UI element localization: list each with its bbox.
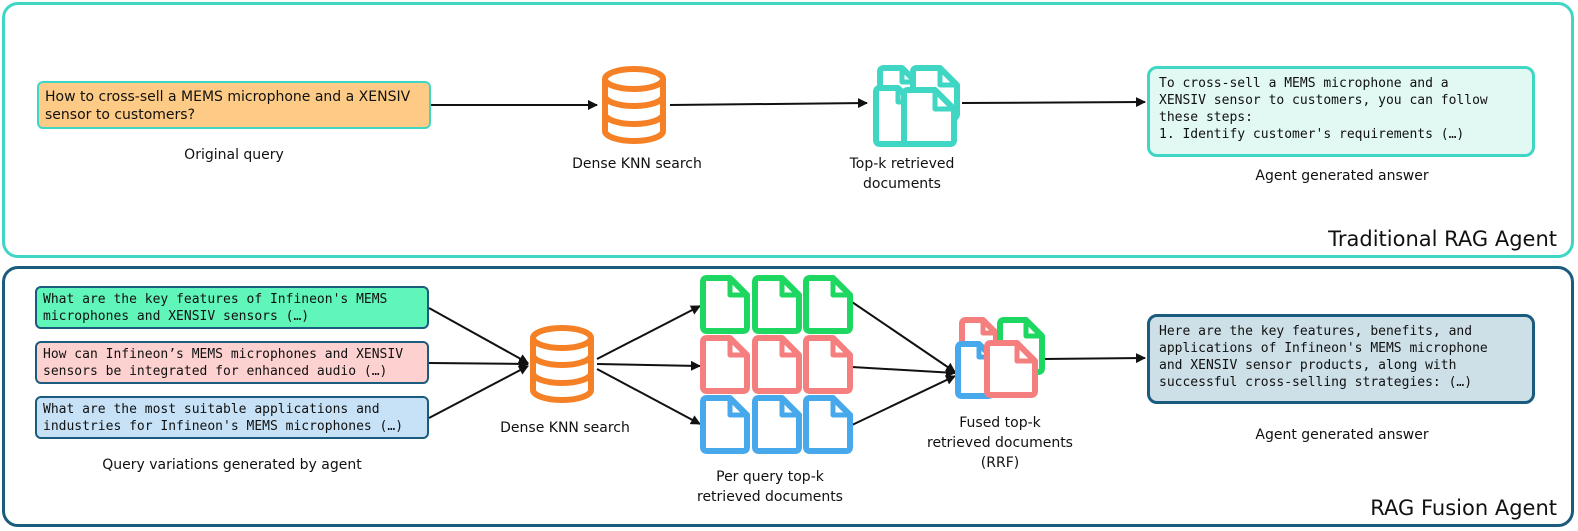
per-query-docs-caption: Per query top-k retrieved documents [697, 469, 843, 505]
rag-fusion-panel: RAG Fusion Agent [2, 266, 1574, 527]
arrow-search-to-row1 [596, 305, 701, 360]
arrow-search-to-row2 [596, 360, 701, 371]
database-icon [602, 66, 666, 144]
original-query-box: How to cross-sell a MEMS microphone and … [37, 81, 431, 129]
answer-box-top: To cross-sell a MEMS microphone and a XE… [1147, 66, 1535, 157]
arrow-fused-to-answer [1041, 353, 1146, 364]
arrow-row2-to-fused [851, 366, 956, 378]
traditional-rag-panel: Traditional RAG Agent [2, 2, 1574, 258]
dense-knn-caption-top: Dense KNN search [572, 156, 702, 172]
document-icon [803, 335, 853, 394]
query-variation-3: What are the most suitable applications … [35, 396, 429, 439]
answer-box-bottom: Here are the key features, benefits, and… [1147, 314, 1535, 404]
document-icon [752, 275, 802, 334]
dense-knn-caption-bottom: Dense KNN search [500, 420, 630, 436]
document-icon [803, 395, 853, 454]
answer-caption-bottom: Agent generated answer [1255, 427, 1429, 443]
arrow-search-to-docs [669, 98, 868, 109]
query-variation-2: How can Infineon’s MEMS microphones and … [35, 341, 429, 384]
query-variation-1: What are the key features of Infineon's … [35, 286, 429, 329]
document-icon [752, 335, 802, 394]
document-icon [803, 275, 853, 334]
query-variations-caption: Query variations generated by agent [102, 457, 362, 473]
original-query-caption: Original query [184, 147, 284, 163]
arrow-q1-to-search [428, 307, 529, 364]
document-icon [752, 395, 802, 454]
arrow-row1-to-fused [851, 301, 956, 373]
fused-docs-caption: Fused top-k retrieved documents (RRF) [927, 415, 1073, 471]
original-query-text: How to cross-sell a MEMS microphone and … [45, 89, 411, 123]
arrow-row3-to-fused [851, 375, 956, 426]
document-icon [984, 340, 1038, 398]
document-icon [700, 275, 750, 334]
arrow-docs-to-answer [961, 97, 1146, 108]
document-icon [901, 87, 957, 147]
document-icon [700, 395, 750, 454]
database-icon [530, 325, 594, 403]
topk-docs-caption: Top-k retrieved documents [849, 156, 955, 192]
panel-title: RAG Fusion Agent [1370, 496, 1557, 520]
document-icon [700, 335, 750, 394]
arrow-q3-to-search [428, 365, 529, 419]
answer-caption-top: Agent generated answer [1255, 168, 1429, 184]
panel-title: Traditional RAG Agent [1328, 227, 1557, 251]
arrow-search-to-row3 [596, 368, 701, 425]
arrow-q2-to-search [428, 358, 529, 369]
